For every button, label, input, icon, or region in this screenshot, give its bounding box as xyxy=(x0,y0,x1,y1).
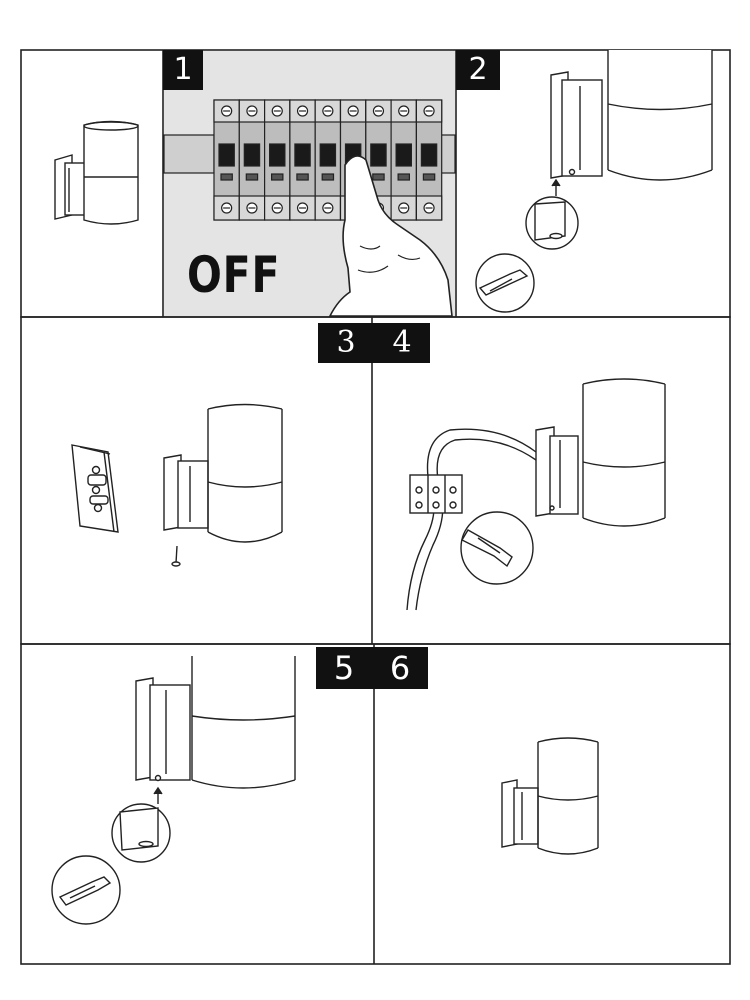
unscrew-base-scene xyxy=(475,50,713,313)
hand-pressing-switch xyxy=(328,155,453,317)
finished-lamp-scene xyxy=(501,737,599,855)
breaker-switch xyxy=(218,143,235,167)
step-4-badge: 4 xyxy=(374,323,430,363)
panel-borders xyxy=(20,49,731,965)
breaker-switch xyxy=(420,143,438,167)
mount-plate-scene xyxy=(71,403,283,567)
breaker-switch xyxy=(319,143,337,167)
breaker-switch xyxy=(370,143,387,167)
wall-lamp-overview xyxy=(54,120,139,225)
wiring-scene xyxy=(406,378,666,611)
breaker-switch xyxy=(243,143,261,167)
tighten-screw-scene xyxy=(51,656,296,925)
off-caption: OFF xyxy=(187,246,281,304)
step-2-badge: 2 xyxy=(456,50,500,90)
breaker-panel-scene xyxy=(163,51,456,317)
breaker-switch xyxy=(269,143,286,167)
step-6-badge: 6 xyxy=(372,647,428,689)
step-3-badge: 3 xyxy=(318,323,374,363)
step-5-badge: 5 xyxy=(316,647,372,689)
step-1-badge: 1 xyxy=(163,50,203,90)
breaker-row xyxy=(213,99,443,221)
breaker-switch xyxy=(395,143,413,167)
breaker-switch xyxy=(294,143,311,167)
